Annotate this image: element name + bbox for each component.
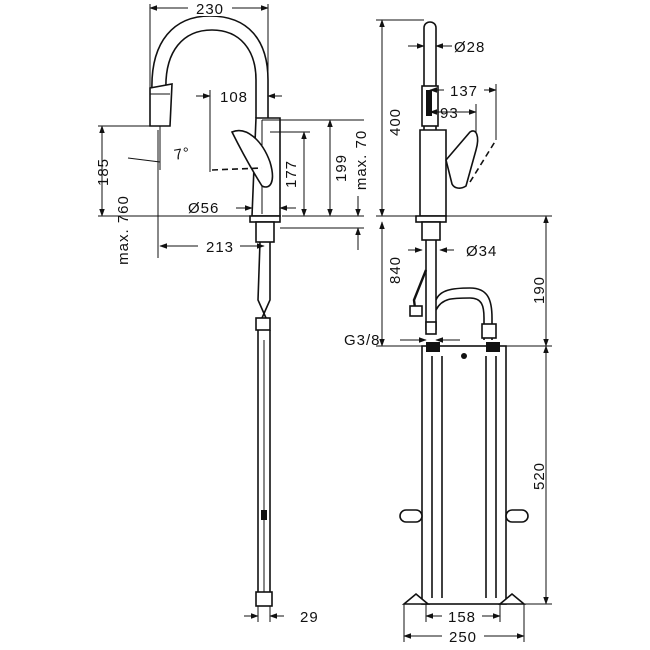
dim-max70-label: max. 70 — [353, 130, 370, 190]
dim-28-label: Ø28 — [454, 39, 485, 56]
dim-108-label: 108 — [220, 89, 248, 106]
front-view: Ø28 137 93 400 Ø34 840 190 G3/8 — [344, 19, 552, 646]
dim-158-label: 158 — [448, 609, 476, 626]
angle-7-label: 7° — [173, 144, 192, 164]
dim-230-label: 230 — [196, 1, 224, 18]
dim-400-label: 400 — [387, 108, 404, 136]
dim-137-label: 137 — [450, 83, 478, 100]
hose-left — [257, 241, 267, 319]
dim-56-label: Ø56 — [188, 200, 219, 217]
dim-34-label: Ø34 — [466, 243, 497, 260]
g38-label: G3/8 — [344, 332, 381, 349]
side-view: 230 108 185 7° max. 760 Ø56 213 177 — [95, 0, 370, 626]
dim-250-label: 250 — [449, 629, 477, 646]
spray-head — [149, 83, 173, 127]
dim-190-label: 190 — [531, 276, 548, 304]
dim-199-label: 199 — [333, 154, 350, 182]
dim-840-label: 840 — [387, 256, 404, 284]
dim-29-label: 29 — [300, 609, 319, 626]
dim-520-label: 520 — [531, 462, 548, 490]
mounting-box — [421, 345, 507, 605]
dim-max760-label: max. 760 — [115, 195, 132, 265]
dim-93-label: 93 — [440, 105, 459, 122]
lever-handle — [230, 129, 274, 188]
dim-213-label: 213 — [206, 239, 234, 256]
dim-185-label: 185 — [95, 158, 112, 186]
dim-177-label: 177 — [283, 160, 300, 188]
front-lever — [445, 130, 479, 189]
